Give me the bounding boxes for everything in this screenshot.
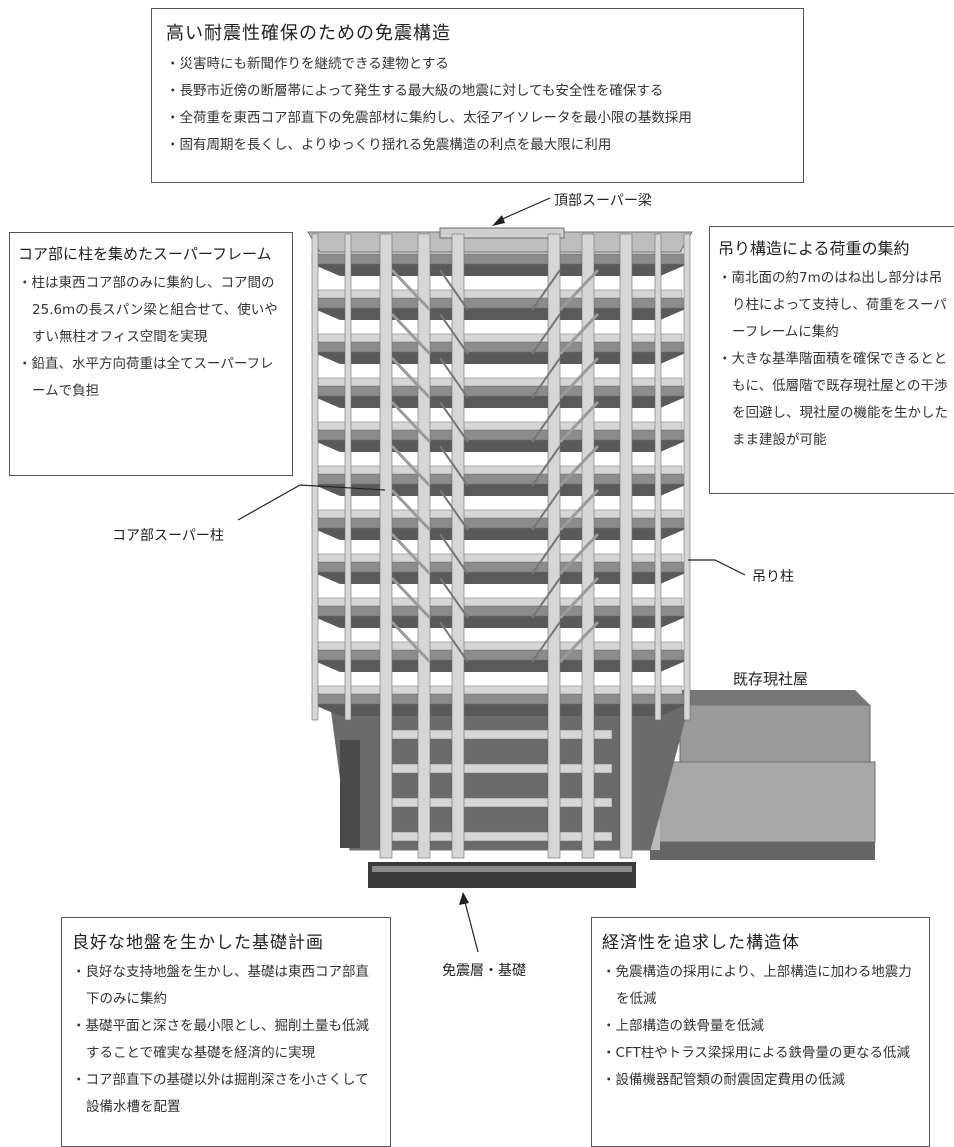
truss-diagonal bbox=[558, 488, 600, 532]
list-item: コア部直下の基礎以外は掘削深さを小さくして設備水槽を配置 bbox=[72, 1067, 382, 1121]
truss-diagonal bbox=[558, 576, 600, 620]
list-item: 全荷重を東西コア部直下の免震部材に集約し、太径アイソレータを最小限の基数採用 bbox=[166, 105, 789, 132]
list-item: 設備機器配管類の耐震固定費用の低減 bbox=[602, 1067, 921, 1094]
isolation-layer-label: 免震層・基礎 bbox=[442, 963, 526, 979]
hanging-column-leader bbox=[714, 559, 746, 576]
list-item: 鉛直、水平方向荷重は全てスーパーフレームで負担 bbox=[18, 351, 286, 405]
top-super-beam-center bbox=[439, 227, 565, 239]
list-item: 災害時にも新聞作りを継続できる建物とする bbox=[166, 51, 789, 78]
truss-diagonal bbox=[558, 532, 600, 576]
truss-diagonal bbox=[390, 444, 432, 488]
truss-diagonal bbox=[439, 357, 469, 399]
truss-diagonal bbox=[439, 269, 469, 311]
truss-diagonal bbox=[531, 401, 561, 443]
truss-diagonal bbox=[439, 445, 469, 487]
list-item: CFT柱やトラス梁採用による鉄骨量の更なる低減 bbox=[602, 1040, 921, 1067]
existing-building-label: 既存現社屋 bbox=[733, 670, 809, 688]
truss-diagonal bbox=[390, 356, 432, 400]
truss-diagonal bbox=[558, 620, 600, 664]
truss-diagonal bbox=[439, 621, 469, 663]
isolation-base-top bbox=[372, 866, 632, 872]
podium-side bbox=[340, 740, 360, 848]
list-item: 柱は東西コア部のみに集約し、コア間の25.6mの長スパン梁と組合せて、使いやすい… bbox=[18, 270, 286, 351]
seismic-isolation-list: 災害時にも新聞作りを継続できる建物とする 長野市近傍の断層帯によって発生する最大… bbox=[166, 51, 789, 159]
isolation-layer-leader bbox=[464, 901, 479, 953]
list-item: 良好な支持地盤を生かし、基礎は東西コア部直下のみに集約 bbox=[72, 959, 382, 1013]
truss-diagonal bbox=[390, 488, 432, 532]
isolation-layer-arrow bbox=[459, 892, 469, 905]
foundation-plan-title: 良好な地盤を生かした基礎計画 bbox=[72, 933, 324, 953]
core-column-leader bbox=[299, 484, 386, 491]
super-frame-title: コア部に柱を集めたスーパーフレーム bbox=[18, 245, 272, 263]
list-item: 上部構造の鉄骨量を低減 bbox=[602, 1013, 921, 1040]
foundation-plan-box: 良好な地盤を生かした基礎計画 良好な支持地盤を生かし、基礎は東西コア部直下のみに… bbox=[61, 917, 391, 1147]
hanging-column bbox=[683, 233, 691, 721]
list-item: 長野市近傍の断層帯によって発生する最大級の地震に対しても安全性を確保する bbox=[166, 78, 789, 105]
truss-diagonal bbox=[558, 400, 600, 444]
truss-diagonal bbox=[531, 489, 561, 531]
isolation-base-slab bbox=[368, 862, 636, 888]
truss-diagonal bbox=[439, 533, 469, 575]
truss-diagonal bbox=[390, 576, 432, 620]
truss-diagonal bbox=[439, 401, 469, 443]
list-item: 固有周期を長くし、よりゆっくり揺れる免震構造の利点を最大限に利用 bbox=[166, 132, 789, 159]
hanging-column-label: 吊り柱 bbox=[752, 569, 794, 585]
truss-diagonal bbox=[558, 444, 600, 488]
truss-diagonal bbox=[558, 268, 600, 312]
list-item: 南北面の約7mのはね出し部分は吊り柱によって支持し、荷重をスーパーフレームに集約 bbox=[718, 265, 950, 346]
truss-diagonal bbox=[558, 312, 600, 356]
truss-diagonal bbox=[390, 268, 432, 312]
core-super-column bbox=[547, 233, 561, 859]
truss-diagonal bbox=[531, 269, 561, 311]
hanging-column bbox=[344, 233, 352, 721]
seismic-isolation-title: 高い耐震性確保のための免震構造 bbox=[166, 23, 451, 44]
hanging-column bbox=[311, 233, 319, 721]
truss-diagonal bbox=[390, 620, 432, 664]
top-beam-label: 頂部スーパー梁 bbox=[554, 193, 652, 209]
truss-diagonal bbox=[439, 577, 469, 619]
core-super-column bbox=[451, 233, 465, 859]
core-super-column bbox=[379, 233, 393, 859]
suspension-structure-list: 南北面の約7mのはね出し部分は吊り柱によって支持し、荷重をスーパーフレームに集約… bbox=[718, 265, 950, 454]
truss-diagonal bbox=[439, 313, 469, 355]
truss-diagonal bbox=[390, 532, 432, 576]
existing-building-roof bbox=[680, 690, 870, 705]
truss-diagonal bbox=[531, 445, 561, 487]
seismic-isolation-box: 高い耐震性確保のための免震構造 災害時にも新聞作りを継続できる建物とする 長野市… bbox=[151, 8, 804, 183]
existing-building-edge bbox=[650, 842, 875, 860]
suspension-structure-box: 吊り構造による荷重の集約 南北面の約7mのはね出し部分は吊り柱によって支持し、荷… bbox=[709, 226, 954, 494]
hanging-column bbox=[654, 233, 662, 721]
list-item: 基礎平面と深さを最小限とし、掘削土量も低減することで確実な基礎を経済的に実現 bbox=[72, 1013, 382, 1067]
super-frame-box: コア部に柱を集めたスーパーフレーム 柱は東西コア部のみに集約し、コア間の25.6… bbox=[9, 232, 293, 476]
core-super-column bbox=[417, 233, 431, 859]
economic-structure-box: 経済性を追求した構造体 免震構造の採用により、上部構造に加わる地震力を低減 上部… bbox=[591, 917, 930, 1147]
truss-diagonal bbox=[531, 533, 561, 575]
core-column-leader bbox=[237, 484, 301, 521]
top-beam-arrow bbox=[492, 215, 505, 226]
super-frame-list: 柱は東西コア部のみに集約し、コア間の25.6mの長スパン梁と組合せて、使いやすい… bbox=[18, 270, 286, 405]
truss-diagonal bbox=[531, 577, 561, 619]
economic-structure-list: 免震構造の採用により、上部構造に加わる地震力を低減 上部構造の鉄骨量を低減 CF… bbox=[602, 959, 921, 1094]
foundation-plan-list: 良好な支持地盤を生かし、基礎は東西コア部直下のみに集約 基礎平面と深さを最小限と… bbox=[72, 959, 382, 1121]
suspension-structure-title: 吊り構造による荷重の集約 bbox=[718, 239, 910, 258]
top-beam-leader bbox=[499, 197, 551, 221]
economic-structure-title: 経済性を追求した構造体 bbox=[602, 933, 800, 953]
truss-diagonal bbox=[390, 312, 432, 356]
core-column-label: コア部スーパー柱 bbox=[112, 528, 224, 544]
core-super-column bbox=[619, 233, 633, 859]
truss-diagonal bbox=[390, 400, 432, 444]
truss-diagonal bbox=[531, 621, 561, 663]
list-item: 免震構造の採用により、上部構造に加わる地震力を低減 bbox=[602, 959, 921, 1013]
truss-diagonal bbox=[531, 313, 561, 355]
existing-building-block bbox=[649, 761, 876, 843]
truss-diagonal bbox=[558, 356, 600, 400]
truss-diagonal bbox=[531, 357, 561, 399]
truss-diagonal bbox=[439, 489, 469, 531]
list-item: 大きな基準階面積を確保できるとともに、低層階で既存現社屋との干渉を回避し、現社屋… bbox=[718, 346, 950, 454]
